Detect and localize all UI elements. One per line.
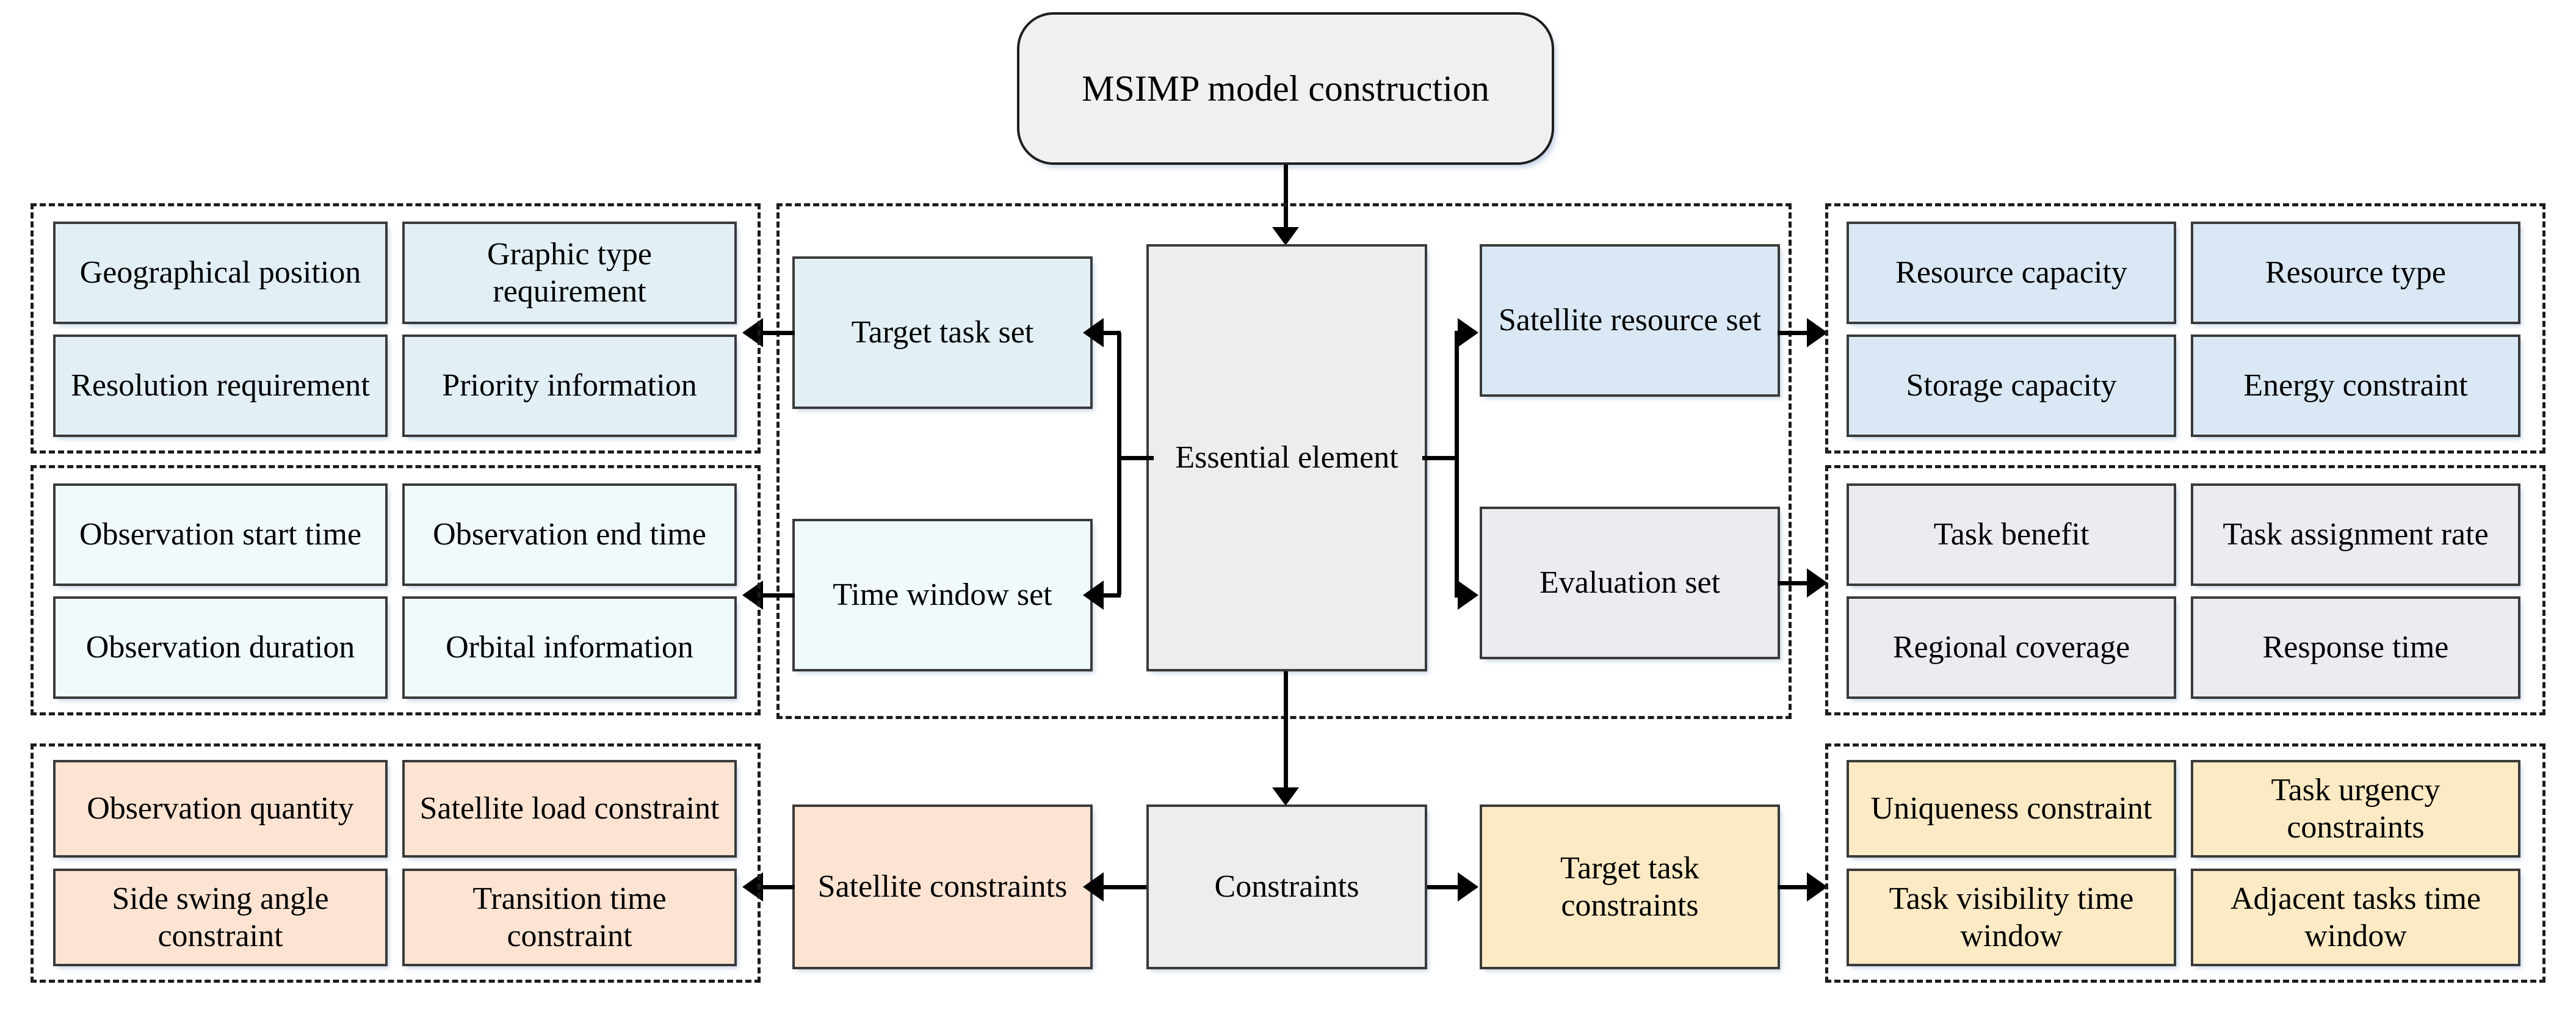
node-task-visibility-time-window: Task visibility time window — [1847, 869, 2176, 966]
label-observation-end-time: Observation end time — [433, 517, 706, 552]
diagram-title-label: MSIMP model construction — [1082, 68, 1489, 109]
label-geographical-position: Geographical position — [79, 255, 361, 291]
arrowhead-target-task-constraints-group — [1807, 872, 1828, 902]
node-essential-element-label: Essential element — [1175, 440, 1398, 475]
connector-essential-to-target-task — [1099, 331, 1121, 335]
node-target-task-set: Target task set — [792, 256, 1093, 409]
node-target-task-constraints: Target task constraints — [1480, 804, 1780, 969]
diagram-title-node: MSIMP model construction — [1017, 12, 1554, 165]
connector-essential-left-stub — [1117, 456, 1154, 460]
label-task-benefit: Task benefit — [1933, 517, 2089, 552]
node-adjacent-tasks-time-window: Adjacent tasks time window — [2191, 869, 2520, 966]
node-satellite-resource-set-label: Satellite resource set — [1498, 303, 1762, 338]
node-energy-constraint: Energy constraint — [2191, 334, 2520, 437]
node-regional-coverage: Regional coverage — [1847, 596, 2176, 699]
node-side-swing-angle-constraint: Side swing angle constraint — [53, 869, 388, 966]
node-target-task-constraints-label: Target task constraints — [1560, 850, 1699, 923]
node-task-urgency-constraints: Task urgency constraints — [2191, 760, 2520, 858]
connector-time-window-to-group — [763, 593, 795, 598]
node-task-assignment-rate: Task assignment rate — [2191, 483, 2520, 586]
arrowhead-essential-to-constraints — [1272, 787, 1299, 806]
connector-constraints-to-target-task — [1427, 885, 1460, 889]
label-side-swing-angle-constraint: Side swing angle constraint — [112, 881, 329, 953]
node-orbital-information: Orbital information — [402, 596, 737, 699]
group-target-task-attributes: Geographical position Graphic type requi… — [31, 203, 761, 454]
group-target-task-constraint-attributes: Uniqueness constraint Task urgency const… — [1825, 743, 2545, 983]
connector-essential-right-stub — [1422, 456, 1459, 460]
node-constraints: Constraints — [1146, 804, 1427, 969]
label-adjacent-tasks-time-window: Adjacent tasks time window — [2230, 881, 2481, 953]
node-geographical-position: Geographical position — [53, 222, 388, 324]
label-observation-quantity: Observation quantity — [87, 791, 354, 826]
node-task-benefit: Task benefit — [1847, 483, 2176, 586]
label-transition-time-constraint: Transition time constraint — [472, 881, 667, 953]
connector-essential-right-spine — [1455, 333, 1459, 595]
connector-constraints-to-satellite — [1099, 885, 1146, 889]
label-task-assignment-rate: Task assignment rate — [2223, 517, 2489, 552]
node-time-window-set-label: Time window set — [833, 577, 1052, 613]
node-evaluation-set: Evaluation set — [1480, 507, 1780, 659]
arrowhead-evaluation-group — [1807, 568, 1828, 598]
connector-satellite-constraints-to-group — [763, 885, 795, 889]
label-uniqueness-constraint: Uniqueness constraint — [1870, 791, 2152, 826]
arrowhead-constraints-to-satellite — [1083, 872, 1104, 902]
node-time-window-set: Time window set — [792, 519, 1093, 671]
label-response-time: Response time — [2262, 630, 2449, 665]
arrowhead-to-satellite-resource-set — [1458, 318, 1478, 347]
node-uniqueness-constraint: Uniqueness constraint — [1847, 760, 2176, 858]
node-resource-type: Resource type — [2191, 222, 2520, 324]
label-task-visibility-time-window: Task visibility time window — [1889, 881, 2134, 953]
node-response-time: Response time — [2191, 596, 2520, 699]
node-satellite-constraints-label: Satellite constraints — [817, 869, 1068, 905]
node-constraints-label: Constraints — [1214, 869, 1359, 905]
connector-target-task-constraints-to-group — [1778, 885, 1809, 889]
label-resolution-requirement: Resolution requirement — [71, 368, 370, 403]
node-storage-capacity: Storage capacity — [1847, 334, 2176, 437]
node-transition-time-constraint: Transition time constraint — [402, 869, 737, 966]
group-time-window-attributes: Observation start time Observation end t… — [31, 465, 761, 715]
node-resource-capacity: Resource capacity — [1847, 222, 2176, 324]
group-evaluation-attributes: Task benefit Task assignment rate Region… — [1825, 465, 2545, 715]
connector-title-to-essential — [1284, 165, 1288, 238]
connector-essential-left-spine — [1117, 333, 1121, 595]
node-observation-quantity: Observation quantity — [53, 760, 388, 858]
arrowhead-title-to-essential — [1272, 227, 1299, 245]
node-graphic-type-requirement: Graphic type requirement — [402, 222, 737, 324]
label-observation-start-time: Observation start time — [79, 517, 362, 552]
arrowhead-satellite-resource-group — [1807, 318, 1828, 347]
connector-target-task-to-group — [763, 331, 795, 335]
label-priority-information: Priority information — [442, 368, 697, 403]
label-graphic-type-requirement: Graphic type requirement — [487, 236, 652, 309]
label-orbital-information: Orbital information — [446, 630, 693, 665]
label-regional-coverage: Regional coverage — [1892, 630, 2130, 665]
node-observation-end-time: Observation end time — [402, 483, 737, 586]
node-observation-duration: Observation duration — [53, 596, 388, 699]
arrowhead-to-time-window-set — [1083, 580, 1104, 610]
arrowhead-to-evaluation-set — [1458, 580, 1478, 610]
node-essential-element: Essential element — [1146, 244, 1427, 671]
group-satellite-resource-attributes: Resource capacity Resource type Storage … — [1825, 203, 2545, 454]
node-satellite-constraints: Satellite constraints — [792, 804, 1093, 969]
label-resource-type: Resource type — [2265, 255, 2446, 291]
label-task-urgency-constraints: Task urgency constraints — [2271, 772, 2440, 845]
connector-evaluation-to-group — [1778, 581, 1809, 585]
label-storage-capacity: Storage capacity — [1906, 368, 2117, 403]
group-satellite-constraint-attributes: Observation quantity Satellite load cons… — [31, 743, 761, 983]
node-priority-information: Priority information — [402, 334, 737, 437]
label-observation-duration: Observation duration — [85, 630, 355, 665]
connector-essential-to-constraints — [1284, 671, 1288, 800]
node-satellite-load-constraint: Satellite load constraint — [402, 760, 737, 858]
connector-essential-to-time-window — [1099, 593, 1121, 598]
connector-satellite-resource-to-group — [1778, 331, 1809, 335]
node-satellite-resource-set: Satellite resource set — [1480, 244, 1780, 397]
node-resolution-requirement: Resolution requirement — [53, 334, 388, 437]
node-observation-start-time: Observation start time — [53, 483, 388, 586]
node-target-task-set-label: Target task set — [851, 315, 1034, 350]
node-evaluation-set-label: Evaluation set — [1539, 565, 1721, 601]
label-satellite-load-constraint: Satellite load constraint — [419, 791, 720, 826]
arrowhead-to-target-task-set — [1083, 318, 1104, 347]
arrowhead-constraints-to-target-task — [1458, 872, 1478, 902]
label-energy-constraint: Energy constraint — [2243, 368, 2468, 403]
label-resource-capacity: Resource capacity — [1895, 255, 2127, 291]
